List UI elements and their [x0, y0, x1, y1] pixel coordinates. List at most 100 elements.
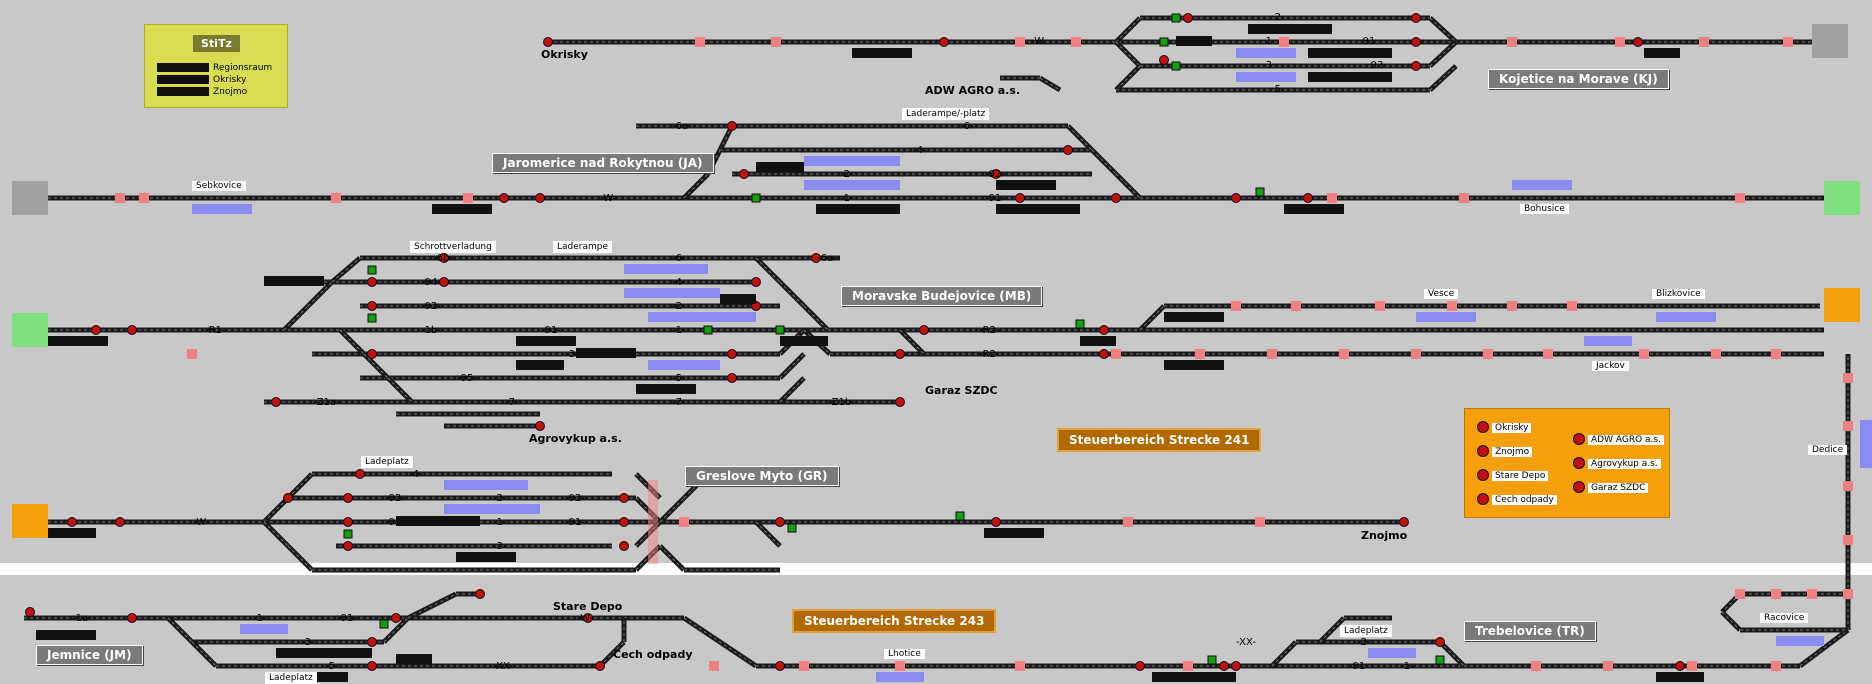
station-greslove[interactable]: Greslove Myto (GR) [685, 466, 839, 486]
signal-light[interactable] [1675, 661, 1685, 671]
block-marker[interactable] [1507, 301, 1517, 311]
block-marker[interactable] [1507, 37, 1517, 47]
station-trebelovice[interactable]: Trebelovice (TR) [1464, 621, 1596, 641]
signal-light[interactable] [67, 517, 77, 527]
block-marker[interactable] [771, 37, 781, 47]
signal-light[interactable] [1099, 349, 1109, 359]
block-marker[interactable] [1123, 517, 1133, 527]
signal-light[interactable] [499, 193, 509, 203]
signal-light[interactable] [543, 37, 553, 47]
block-marker[interactable] [1771, 589, 1781, 599]
place-stare-depo[interactable]: Stare Depo [553, 600, 623, 613]
signal-light[interactable] [391, 613, 401, 623]
block-marker[interactable] [1291, 301, 1301, 311]
station-jemnice[interactable]: Jemnice (JM) [36, 645, 143, 665]
signal-light-green[interactable] [1171, 61, 1181, 71]
signal-light[interactable] [1411, 13, 1421, 23]
block-marker[interactable] [1639, 349, 1649, 359]
signal-light[interactable] [367, 661, 377, 671]
block-marker[interactable] [1231, 301, 1241, 311]
place-cech-odpady[interactable]: Cech odpady [613, 648, 693, 661]
signal-light[interactable] [727, 349, 737, 359]
block-marker[interactable] [1771, 661, 1781, 671]
train-number-box[interactable] [516, 336, 576, 346]
signal-light[interactable] [1231, 661, 1241, 671]
train-number-box[interactable] [396, 516, 480, 526]
train-number-box[interactable] [996, 204, 1080, 214]
place-okrisky[interactable]: Okrisky [541, 48, 588, 61]
block-marker[interactable] [1531, 661, 1541, 671]
train-number-box[interactable] [1164, 360, 1224, 370]
signal-light[interactable] [991, 517, 1001, 527]
signal-light-green[interactable] [367, 265, 377, 275]
signal-light[interactable] [1231, 193, 1241, 203]
train-number-box[interactable] [636, 384, 696, 394]
block-marker[interactable] [1615, 37, 1625, 47]
industry-item[interactable]: Stare Depo [1477, 469, 1549, 481]
block-marker[interactable] [679, 517, 689, 527]
signal-light[interactable] [1183, 13, 1193, 23]
block-marker[interactable] [1699, 37, 1709, 47]
train-number-box[interactable] [1308, 48, 1392, 58]
block-marker[interactable] [1687, 661, 1697, 671]
train-number-box[interactable] [516, 360, 564, 370]
terminal-east-orange[interactable] [1824, 288, 1860, 322]
signal-light-green[interactable] [1171, 13, 1181, 23]
block-marker[interactable] [895, 661, 905, 671]
signal-light[interactable] [127, 325, 137, 335]
train-number-box[interactable] [720, 294, 756, 304]
signal-light-green[interactable] [955, 511, 965, 521]
signal-light[interactable] [271, 397, 281, 407]
signal-light[interactable] [1015, 193, 1025, 203]
train-number-box[interactable] [456, 552, 516, 562]
block-marker[interactable] [1015, 661, 1025, 671]
block-marker[interactable] [1843, 421, 1853, 431]
signal-light[interactable] [91, 325, 101, 335]
signal-light[interactable] [343, 493, 353, 503]
block-marker[interactable] [709, 661, 719, 671]
signal-light-green[interactable] [751, 193, 761, 203]
train-number-box[interactable] [1080, 336, 1116, 346]
signal-light[interactable] [367, 277, 377, 287]
signal-light[interactable] [1063, 145, 1073, 155]
signal-light-green[interactable] [775, 325, 785, 335]
signal-light[interactable] [367, 301, 377, 311]
signal-light[interactable] [535, 421, 545, 431]
signal-light[interactable] [583, 613, 593, 623]
signal-light[interactable] [127, 613, 137, 623]
train-number-box[interactable] [1164, 312, 1224, 322]
signal-light[interactable] [991, 169, 1001, 179]
block-marker[interactable] [463, 193, 473, 203]
signal-light[interactable] [1435, 637, 1445, 647]
section-243[interactable]: Steuerbereich Strecke 243 [792, 609, 997, 633]
train-number-box[interactable] [576, 348, 636, 358]
signal-light[interactable] [727, 121, 737, 131]
train-number-box[interactable] [984, 528, 1044, 538]
signal-light[interactable] [1303, 193, 1313, 203]
signal-light[interactable] [475, 589, 485, 599]
signal-light[interactable] [739, 169, 749, 179]
train-number-box[interactable] [48, 336, 108, 346]
train-number-box[interactable] [816, 204, 900, 214]
block-marker[interactable] [1483, 349, 1493, 359]
signal-light[interactable] [727, 373, 737, 383]
block-marker[interactable] [1603, 661, 1613, 671]
legend-item[interactable]: Regionsraum [157, 63, 272, 74]
signal-light[interactable] [619, 517, 629, 527]
industry-item[interactable]: Garaz SZDC [1573, 481, 1649, 493]
legend-item[interactable]: Znojmo [157, 87, 247, 98]
block-marker[interactable] [115, 193, 125, 203]
signal-light[interactable] [811, 253, 821, 263]
signal-light-green[interactable] [1435, 655, 1445, 665]
station-kojetice[interactable]: Kojetice na Morave (KJ) [1488, 69, 1669, 89]
train-number-box[interactable] [1152, 672, 1236, 682]
block-marker[interactable] [1411, 349, 1421, 359]
block-marker[interactable] [799, 661, 809, 671]
train-number-box[interactable] [1656, 672, 1704, 682]
train-number-box[interactable] [1644, 48, 1680, 58]
block-marker[interactable] [1339, 349, 1349, 359]
block-marker[interactable] [1807, 589, 1817, 599]
signal-light[interactable] [919, 325, 929, 335]
train-number-box[interactable] [756, 162, 804, 172]
terminal-west-green[interactable] [12, 313, 48, 347]
